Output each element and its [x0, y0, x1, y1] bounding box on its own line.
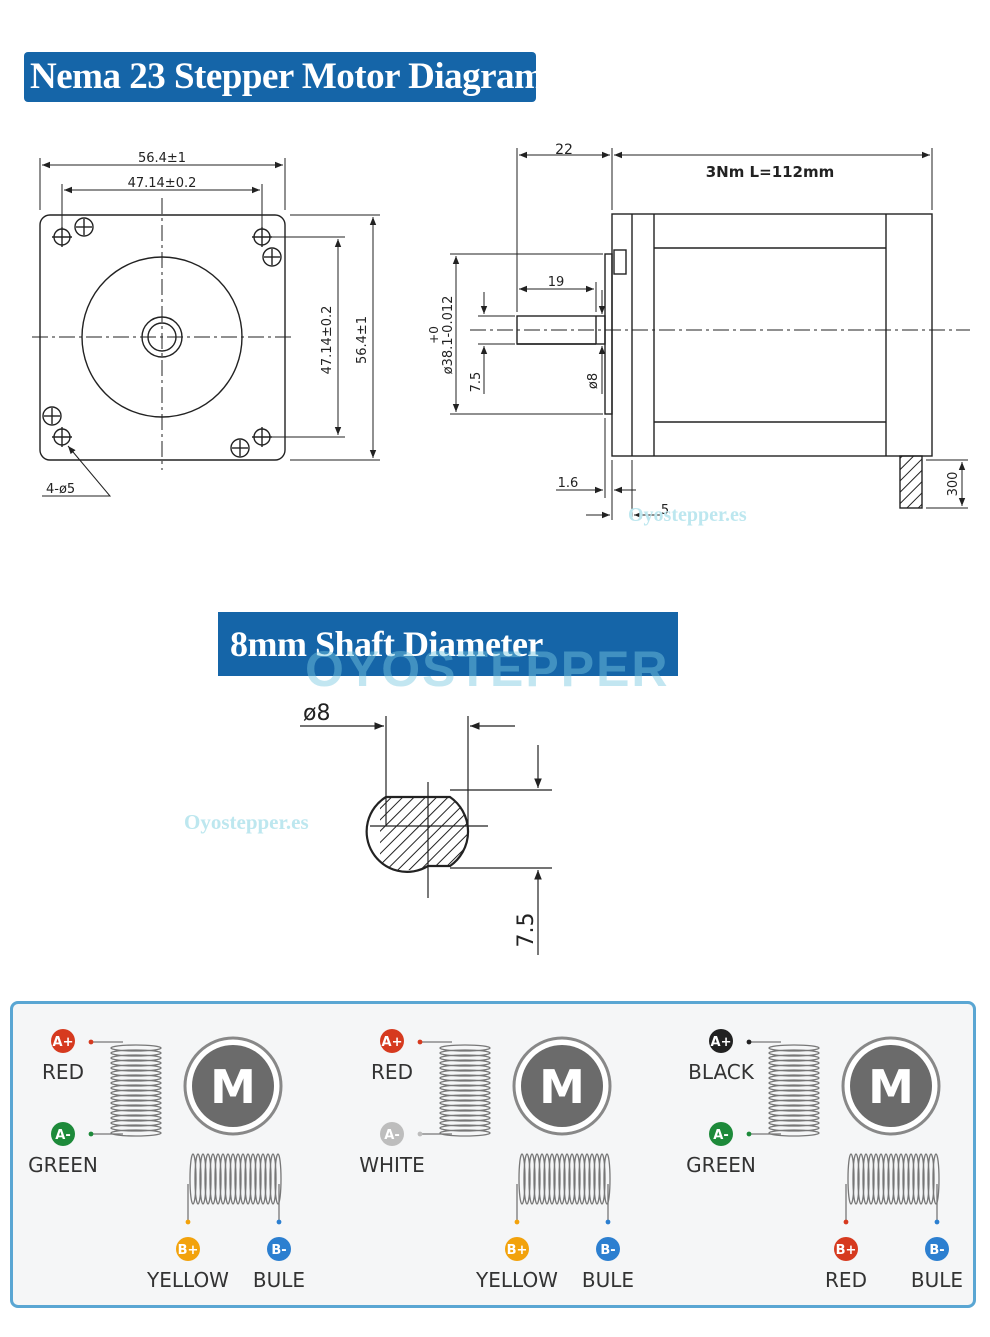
wiring-diagram-2: M A+ RED A- WHITE B+ YELLOW B- BULE: [359, 1029, 634, 1292]
a-plus-dot: [88, 1039, 94, 1045]
shaft-profile: [365, 795, 470, 873]
flat-length-label: 19: [548, 275, 565, 290]
tolerance-label: +0: [427, 326, 441, 344]
b-minus-wire-color: BULE: [911, 1268, 963, 1292]
a-minus-wire-color: WHITE: [359, 1153, 425, 1177]
shaft-diameter-side-label: ø8: [586, 373, 601, 389]
front-outer-height-label: 56.4±1: [355, 316, 370, 364]
b-plus-badge: B+: [505, 1237, 529, 1261]
wiring-diagram-3: M A+ BLACK A- GREEN B+ RED B- BULE: [686, 1029, 963, 1292]
b-minus-dot: [934, 1219, 940, 1225]
site-watermark-1: Oyostepper.es: [628, 504, 747, 526]
b-plus-dot: [843, 1219, 849, 1225]
a-minus-badge-text: A-: [384, 1128, 399, 1143]
a-minus-dot: [746, 1131, 752, 1137]
a-minus-badge: A-: [380, 1122, 404, 1146]
motor-disc: [521, 1045, 603, 1127]
motor-label: M: [539, 1060, 585, 1114]
b-plus-badge-text: B+: [836, 1243, 857, 1258]
shaft-section: [300, 716, 552, 955]
a-plus-badge-text: A+: [711, 1035, 732, 1050]
motor-disc: [192, 1045, 274, 1127]
wiring-panel: M A+ RED A- GREEN B+ YELLOW B- BULE M A+ RED A- WHITE…: [10, 1001, 976, 1308]
diagram-title-banner: Nema 23 Stepper Motor Diagram: [24, 52, 545, 102]
shaft-length-label: 22: [555, 142, 573, 158]
site-watermark-2: Oyostepper.es: [184, 810, 309, 834]
cable: [899, 455, 923, 509]
cable-length-label: 300: [946, 472, 961, 497]
b-plus-badge-text: B+: [178, 1243, 199, 1258]
b-minus-wire-color: BULE: [582, 1268, 634, 1292]
a-minus-badge-text: A-: [55, 1128, 70, 1143]
wiring-diagrams: M A+ RED A- GREEN B+ YELLOW B- BULE M A+ RED A- WHITE…: [28, 1029, 963, 1292]
motor-label: M: [210, 1060, 256, 1114]
a-plus-badge: A+: [380, 1029, 404, 1053]
side-view: [450, 148, 970, 520]
a-minus-badge-text: A-: [713, 1128, 728, 1143]
motor-spec-label: 3Nm L=112mm: [706, 163, 835, 181]
a-minus-dot: [417, 1131, 423, 1137]
flat-height-label: 7.5: [469, 372, 484, 393]
a-minus-wire-color: GREEN: [686, 1153, 756, 1177]
a-minus-badge: A-: [709, 1122, 733, 1146]
a-minus-badge: A-: [51, 1122, 75, 1146]
b-plus-dot: [514, 1219, 520, 1225]
b-plus-badge: B+: [834, 1237, 858, 1261]
a-coil: [751, 1041, 820, 1137]
shaft-title: 8mm Shaft Diameter: [230, 624, 543, 664]
a-minus-wire-color: GREEN: [28, 1153, 98, 1177]
a-plus-wire-color: RED: [42, 1060, 84, 1084]
screw-heads: [42, 217, 282, 458]
b-plus-dot: [185, 1219, 191, 1225]
motor-body: [611, 213, 933, 457]
pilot-thickness-label: 1.6: [558, 476, 579, 491]
b-minus-badge: B-: [596, 1237, 620, 1261]
b-minus-badge-text: B-: [600, 1243, 615, 1258]
a-coil: [422, 1041, 491, 1137]
a-plus-badge: A+: [709, 1029, 733, 1053]
b-coil: [516, 1153, 611, 1220]
b-minus-badge: B-: [267, 1237, 291, 1261]
mounting-holes: [52, 227, 272, 447]
front-vertical-spacing-label: 47.14±0.2: [320, 306, 335, 375]
section-diameter-label: ø8: [303, 701, 330, 726]
a-plus-badge-text: A+: [53, 1035, 74, 1050]
brand-watermark: OYOSTEPPER: [305, 641, 670, 697]
a-plus-dot: [746, 1039, 752, 1045]
flange-thickness-label: 5: [661, 503, 669, 518]
b-minus-badge-text: B-: [271, 1243, 286, 1258]
b-minus-badge-text: B-: [929, 1243, 944, 1258]
front-hole-spacing-label: 47.14±0.2: [128, 176, 197, 191]
b-plus-wire-color: RED: [825, 1268, 867, 1292]
b-minus-wire-color: BULE: [253, 1268, 305, 1292]
front-view: [32, 158, 380, 497]
b-plus-wire-color: YELLOW: [146, 1268, 229, 1292]
a-plus-badge: A+: [51, 1029, 75, 1053]
motor-disc: [850, 1045, 932, 1127]
technical-drawings: 56.4±1 47.14±0.2 47.14±0.2 56.4±1 4-ø5: [32, 142, 970, 955]
b-plus-badge: B+: [176, 1237, 200, 1261]
pilot-diameter-label: ø38.1-0.012: [441, 296, 456, 375]
wiring-diagram-1: M A+ RED A- GREEN B+ YELLOW B- BULE: [28, 1029, 305, 1292]
b-minus-dot: [276, 1219, 282, 1225]
b-coil: [845, 1153, 940, 1220]
a-minus-dot: [88, 1131, 94, 1137]
diagram-title: Nema 23 Stepper Motor Diagram: [30, 56, 545, 97]
a-plus-wire-color: BLACK: [688, 1060, 755, 1084]
b-plus-badge-text: B+: [507, 1243, 528, 1258]
a-plus-wire-color: RED: [371, 1060, 413, 1084]
b-coil: [187, 1153, 282, 1220]
front-holes-label: 4-ø5: [46, 482, 75, 497]
front-outer-width-label: 56.4±1: [138, 151, 186, 166]
shaft-title-banner: 8mm Shaft Diameter: [218, 612, 678, 676]
a-plus-dot: [417, 1039, 423, 1045]
b-plus-wire-color: YELLOW: [475, 1268, 558, 1292]
a-coil: [93, 1041, 162, 1137]
a-plus-badge-text: A+: [382, 1035, 403, 1050]
b-minus-dot: [605, 1219, 611, 1225]
motor-label: M: [868, 1060, 914, 1114]
b-minus-badge: B-: [925, 1237, 949, 1261]
section-flat-label: 7.5: [514, 913, 539, 948]
